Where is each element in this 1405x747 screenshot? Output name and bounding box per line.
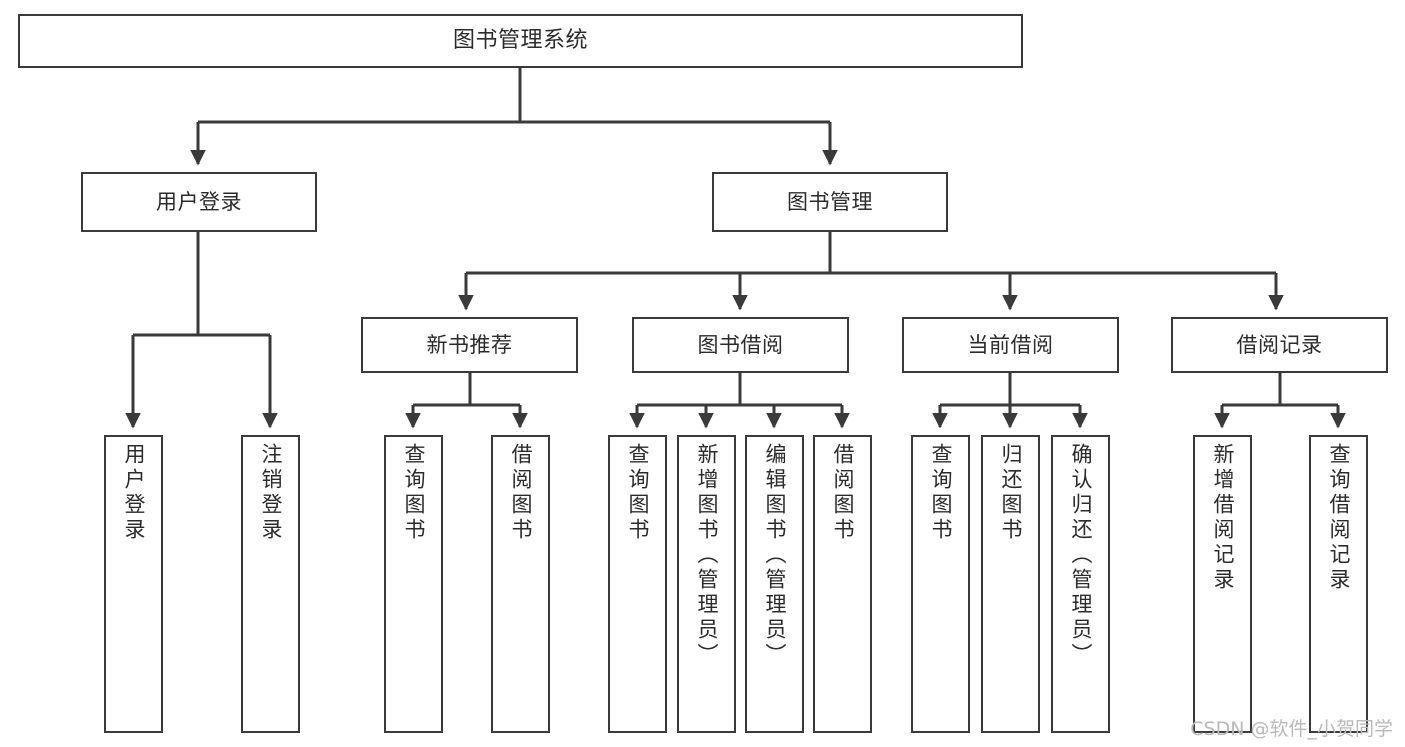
leaf-new-book-borrow-book[interactable]: 借阅图书: [491, 435, 550, 733]
node-label: 查询图书: [626, 443, 650, 543]
node-current-borrow[interactable]: 当前借阅: [902, 317, 1119, 373]
node-label: 借阅图书: [831, 443, 855, 543]
node-book-management[interactable]: 图书管理: [712, 172, 948, 232]
node-label: 查询图书: [929, 443, 953, 543]
node-label: 用户登录: [156, 189, 242, 214]
node-label: 注销登录: [259, 443, 283, 543]
node-label: 图书管理系统: [452, 28, 588, 54]
leaf-current-return-book[interactable]: 归还图书: [981, 435, 1040, 733]
node-new-book-recommend[interactable]: 新书推荐: [361, 317, 578, 373]
node-label: 新增借阅记录: [1211, 443, 1235, 593]
node-label: 用户登录: [122, 443, 146, 543]
node-root-book-management-system[interactable]: 图书管理系统: [18, 14, 1023, 68]
leaf-borrow-add-book-admin[interactable]: 新增图书（管理员）: [677, 435, 736, 733]
node-label: 借阅图书: [509, 443, 533, 543]
leaf-user-login-logout[interactable]: 注销登录: [241, 435, 300, 733]
node-label: 编辑图书（管理员）: [763, 443, 787, 668]
node-label: 图书借阅: [697, 332, 784, 357]
leaf-current-query-book[interactable]: 查询图书: [911, 435, 970, 733]
leaf-new-book-query-book[interactable]: 查询图书: [384, 435, 443, 733]
node-label: 归还图书: [999, 443, 1023, 543]
leaf-borrow-query-book[interactable]: 查询图书: [608, 435, 667, 733]
node-user-login[interactable]: 用户登录: [81, 172, 317, 232]
node-book-borrow[interactable]: 图书借阅: [632, 317, 849, 373]
node-label: 当前借阅: [967, 332, 1054, 357]
node-label: 新增图书（管理员）: [695, 443, 719, 668]
node-label: 确认归还（管理员）: [1069, 443, 1093, 668]
leaf-user-login-login[interactable]: 用户登录: [104, 435, 163, 733]
node-label: 查询图书: [402, 443, 426, 543]
leaf-borrow-borrow-book[interactable]: 借阅图书: [813, 435, 872, 733]
leaf-record-add-record[interactable]: 新增借阅记录: [1193, 435, 1252, 733]
leaf-record-query-record[interactable]: 查询借阅记录: [1309, 435, 1368, 733]
leaf-current-confirm-return-admin[interactable]: 确认归还（管理员）: [1051, 435, 1110, 733]
node-label: 图书管理: [787, 189, 873, 214]
node-label: 借阅记录: [1236, 332, 1323, 357]
node-label: 查询借阅记录: [1327, 443, 1351, 593]
leaf-borrow-edit-book-admin[interactable]: 编辑图书（管理员）: [745, 435, 804, 733]
node-label: 新书推荐: [426, 332, 513, 357]
node-borrow-record[interactable]: 借阅记录: [1171, 317, 1388, 373]
